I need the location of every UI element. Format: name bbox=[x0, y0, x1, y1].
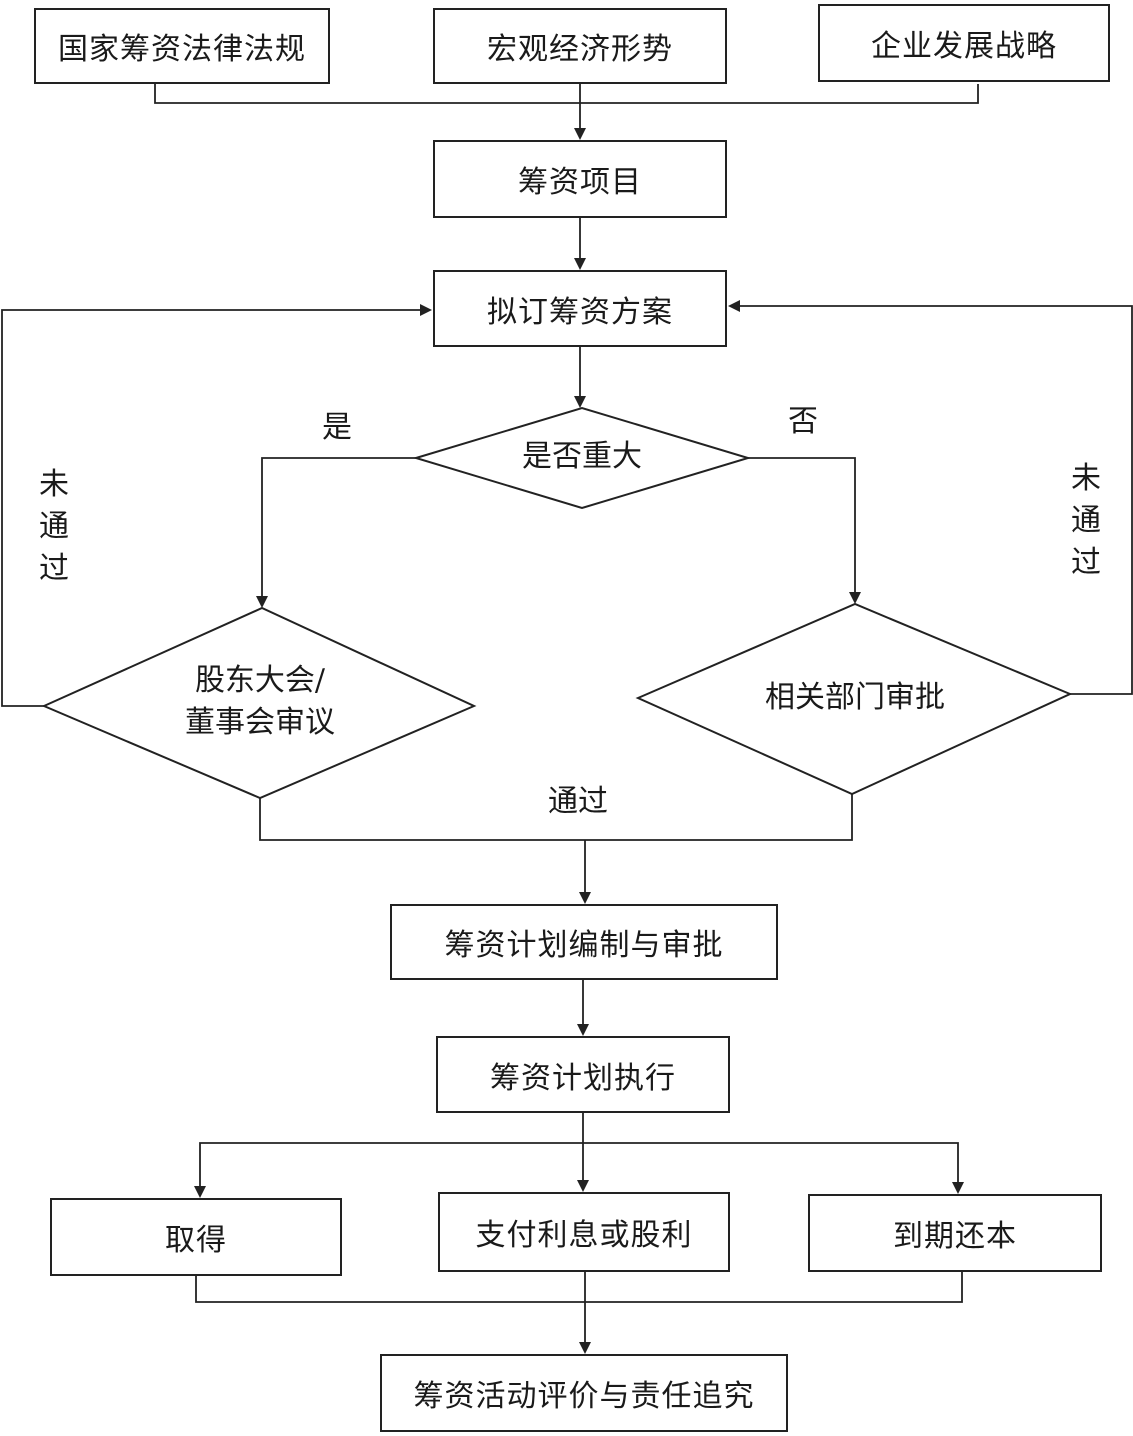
shareholder-review-label: 股东大会/ 董事会审议 bbox=[150, 660, 370, 744]
shareholder-review-diamond bbox=[41, 606, 477, 800]
no-label: 否 bbox=[788, 404, 818, 439]
arrow-left-not-passed-loop bbox=[1, 304, 432, 707]
box-obtain: 取得 bbox=[50, 1198, 342, 1276]
box-macro: 宏观经济形势 bbox=[433, 8, 727, 84]
arrow-yes-branch bbox=[256, 457, 416, 608]
box-strategy-label: 企业发展战略 bbox=[871, 29, 1057, 64]
box-law: 国家筹资法律法规 bbox=[34, 8, 330, 84]
not-passed-left-char-3: 过 bbox=[39, 551, 69, 586]
shareholder-review-line1: 股东大会/ bbox=[194, 663, 326, 698]
box-obtain-label: 取得 bbox=[165, 1223, 227, 1258]
decision-label: 是否重大 bbox=[522, 439, 642, 474]
box-macro-label: 宏观经济形势 bbox=[487, 32, 673, 67]
arrow-no-branch bbox=[748, 457, 861, 604]
arrow-right-not-passed-loop bbox=[728, 300, 1133, 695]
department-approval-diamond bbox=[635, 602, 1073, 796]
shareholder-review-line2: 董事会审议 bbox=[185, 705, 335, 740]
box-law-label: 国家筹资法律法规 bbox=[58, 32, 306, 67]
connector-passed-merge bbox=[259, 794, 853, 841]
not-passed-left-char-2: 通 bbox=[39, 509, 69, 544]
not-passed-right-char-3: 过 bbox=[1071, 545, 1101, 580]
not-passed-left-label: 未 通 过 bbox=[34, 464, 74, 590]
box-strategy: 企业发展战略 bbox=[818, 4, 1110, 82]
box-plan-execute: 筹资计划执行 bbox=[436, 1036, 730, 1113]
box-project-label: 筹资项目 bbox=[518, 165, 642, 200]
department-approval-label: 相关部门审批 bbox=[765, 680, 945, 715]
passed-label: 通过 bbox=[548, 784, 608, 819]
box-plan-compile: 筹资计划编制与审批 bbox=[390, 904, 778, 980]
box-plan-compile-label: 筹资计划编制与审批 bbox=[444, 928, 724, 963]
box-plan-execute-label: 筹资计划执行 bbox=[490, 1060, 676, 1096]
connector-outcomes-merge bbox=[195, 1272, 963, 1303]
yes-label: 是 bbox=[322, 410, 352, 445]
box-pay-label: 支付利息或股利 bbox=[475, 1218, 693, 1253]
not-passed-left-char-1: 未 bbox=[39, 467, 69, 502]
not-passed-right-label: 未 通 过 bbox=[1066, 458, 1106, 584]
not-passed-right-char-1: 未 bbox=[1071, 461, 1101, 496]
box-repay: 到期还本 bbox=[808, 1194, 1102, 1272]
arrow-to-obtain bbox=[194, 1142, 583, 1198]
connector-inputs-merge bbox=[154, 84, 979, 104]
not-passed-right-char-2: 通 bbox=[1071, 503, 1101, 538]
arrow-to-repay bbox=[583, 1142, 964, 1194]
box-project: 筹资项目 bbox=[433, 140, 727, 218]
box-pay: 支付利息或股利 bbox=[438, 1192, 730, 1272]
decision-diamond bbox=[412, 406, 752, 510]
box-repay-label: 到期还本 bbox=[893, 1219, 1017, 1254]
box-evaluation-label: 筹资活动评价与责任追究 bbox=[413, 1379, 755, 1414]
box-evaluation: 筹资活动评价与责任追究 bbox=[380, 1354, 788, 1432]
box-draft-plan: 拟订筹资方案 bbox=[433, 270, 727, 347]
box-draft-plan-label: 拟订筹资方案 bbox=[487, 294, 673, 330]
